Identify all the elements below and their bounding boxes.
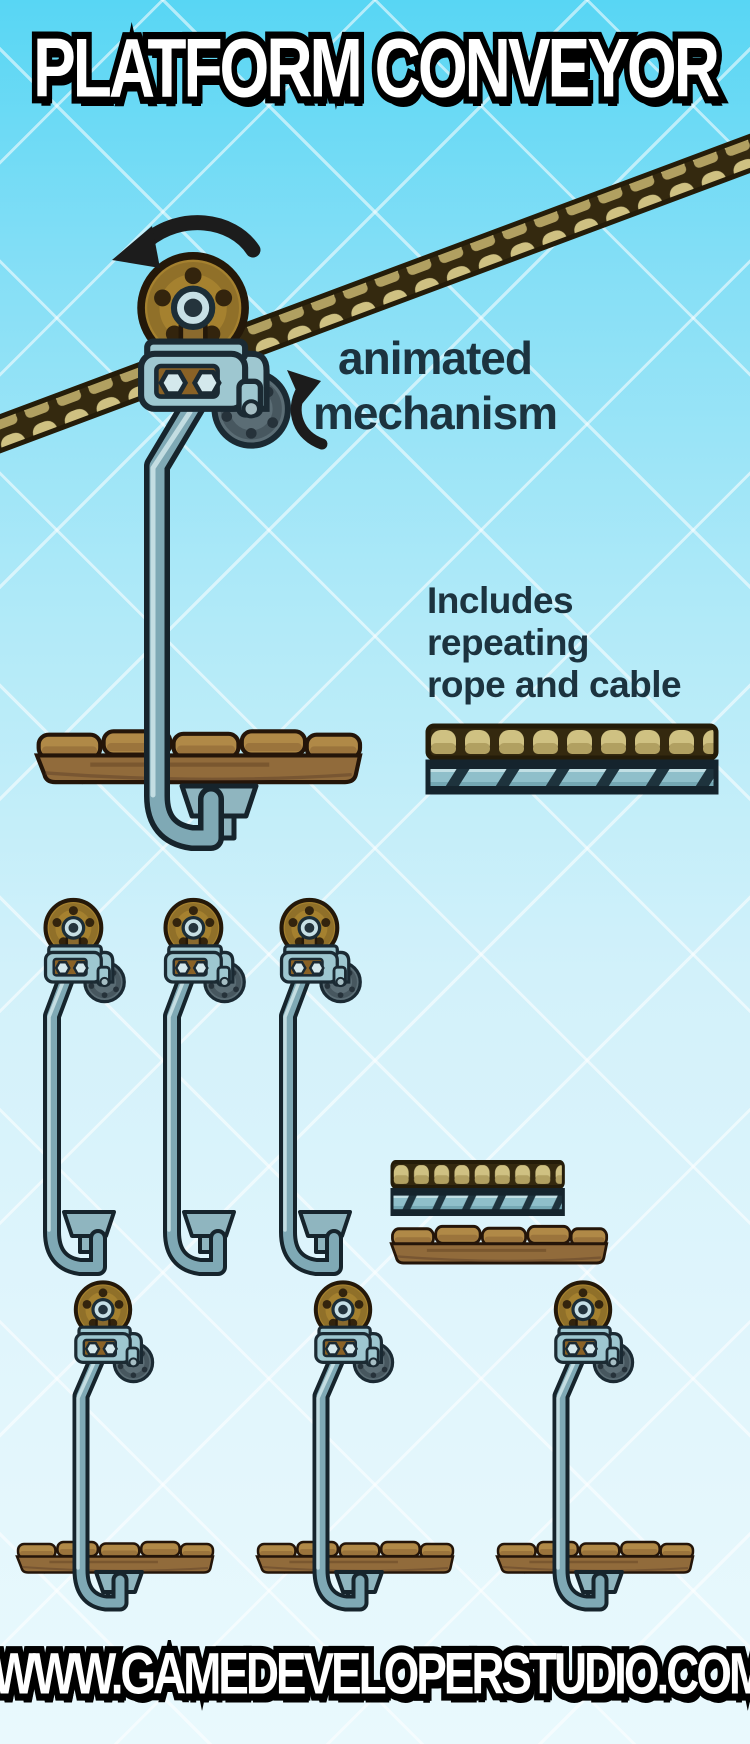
- page-title: PLATFORM CONVEYOR: [0, 20, 750, 116]
- animated-mechanism-line1: animated: [338, 332, 533, 384]
- title-text: PLATFORM CONVEYOR: [33, 20, 720, 116]
- rope-sample-small: [390, 1160, 566, 1189]
- platform-assembly-3: [495, 1282, 695, 1612]
- includes-line3: rope and cable: [427, 663, 682, 705]
- cable-sample-small: [392, 1190, 563, 1214]
- rotation-arrow-icon: [112, 215, 261, 268]
- hero-hanging-arm: [144, 391, 224, 851]
- includes-line2: repeating: [427, 621, 590, 663]
- footer-url-text: WWW.GAMEDEVELOPERSTUDIO.COM: [0, 1640, 750, 1708]
- pointer-arrow-icon: [287, 370, 328, 450]
- mechanism-variant-2: [166, 900, 245, 1276]
- rope-sample-large: [428, 726, 716, 758]
- platform-sample: [389, 1224, 609, 1266]
- cable-sample-large: [428, 762, 716, 792]
- platform-assembly-2: [255, 1282, 455, 1612]
- animated-mechanism-label: animated mechanism: [300, 331, 570, 441]
- mechanism-variant-1: [46, 900, 125, 1276]
- animated-mechanism-line2: mechanism: [312, 387, 558, 440]
- footer-url: WWW.GAMEDEVELOPERSTUDIO.COM: [0, 1640, 750, 1708]
- hero-platform: [37, 731, 360, 784]
- includes-line1: Includes: [427, 580, 574, 621]
- includes-label: Includes repeating rope and cable: [427, 580, 682, 705]
- platform-assembly-1: [15, 1282, 215, 1612]
- hero-assembly: [37, 215, 360, 851]
- mechanism-variant-3: [282, 900, 361, 1276]
